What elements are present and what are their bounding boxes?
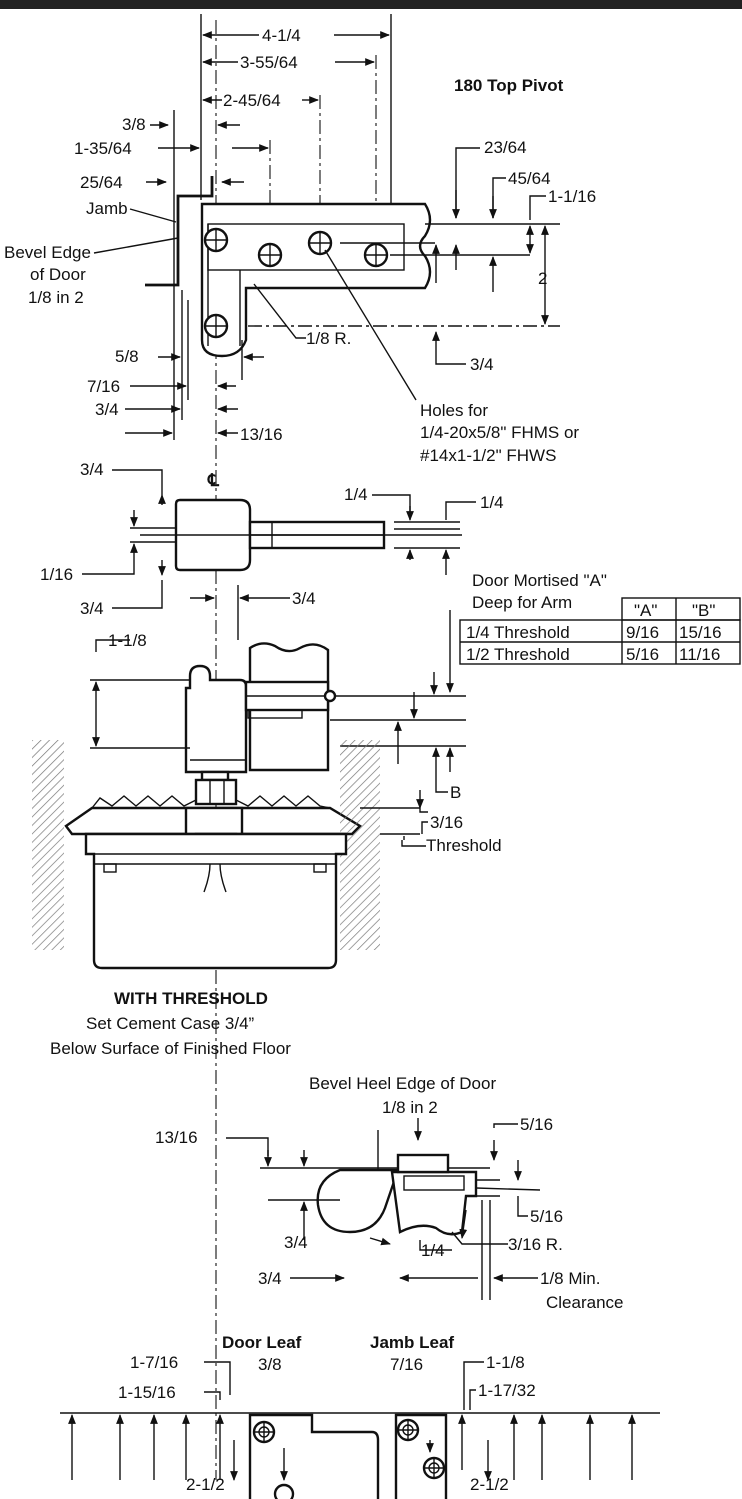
dim-5-16-b: 5/16 bbox=[530, 1207, 563, 1226]
dim-1-4-a: 1/4 bbox=[344, 485, 368, 504]
table-row-2-label: 1/2 Threshold bbox=[466, 645, 570, 664]
dim-1-8-r: 1/8 R. bbox=[306, 329, 351, 348]
min-clearance-1: 1/8 Min. bbox=[540, 1269, 600, 1288]
mortise-caption-2: Deep for Arm bbox=[472, 593, 572, 612]
dim-5-8: 5/8 bbox=[115, 347, 139, 366]
top-bar bbox=[0, 0, 742, 9]
dim-13-16-heel: 13/16 bbox=[155, 1128, 198, 1147]
dim-23-64: 23/64 bbox=[484, 138, 527, 157]
screw-hole bbox=[203, 313, 229, 339]
top-pivot-title: 180 Top Pivot bbox=[454, 76, 564, 95]
threshold-caption-1: Set Cement Case 3/4” bbox=[86, 1014, 255, 1033]
holes-label-2: 1/4-20x5/8" FHMS or bbox=[420, 423, 579, 442]
door-leaf-label: Door Leaf bbox=[222, 1333, 302, 1352]
dim-1-15-16: 1-15/16 bbox=[118, 1383, 176, 1402]
screw-hole bbox=[363, 242, 389, 268]
dim-1-1-8-leaf: 1-1/8 bbox=[486, 1353, 525, 1372]
dim-3-4-bottom: 3/4 bbox=[80, 599, 104, 618]
bevel-edge-label-2: of Door bbox=[30, 265, 86, 284]
leaves-section: Door Leaf Jamb Leaf 3/8 7/16 1-7/16 1-15… bbox=[60, 1333, 660, 1499]
dim-1-16: 1/16 bbox=[40, 565, 73, 584]
holes-label-3: #14x1-1/2" FHWS bbox=[420, 446, 556, 465]
heel-caption-1: Bevel Heel Edge of Door bbox=[309, 1074, 496, 1093]
dim-1-1-8: 1-1/8 bbox=[108, 631, 147, 650]
dim-1-7-16: 1-7/16 bbox=[130, 1353, 178, 1372]
dim-1-4-heel: 1/4 bbox=[421, 1241, 445, 1260]
dim-2-45-64: 2-45/64 bbox=[223, 91, 281, 110]
jamb-leaf-label: Jamb Leaf bbox=[370, 1333, 454, 1352]
bevel-edge-label-1: Bevel Edge bbox=[4, 243, 91, 262]
dim-1-17-32: 1-17/32 bbox=[478, 1381, 536, 1400]
dim-3-8: 3/8 bbox=[122, 115, 146, 134]
dim-3-4-top: 3/4 bbox=[80, 460, 104, 479]
with-threshold-title: WITH THRESHOLD bbox=[114, 989, 268, 1008]
mortise-table: Door Mortised "A" Deep for Arm "A" "B" 1… bbox=[459, 571, 741, 665]
table-row-2-b: 11/16 bbox=[679, 645, 720, 664]
dim-3-4-left: 3/4 bbox=[95, 400, 119, 419]
min-clearance-2: Clearance bbox=[546, 1293, 624, 1312]
arm-section: ℄ 3/4 1/16 3/4 1/4 1/4 3/4 bbox=[40, 460, 504, 640]
dim-1-4-b: 1/4 bbox=[480, 493, 504, 512]
jamb-label: Jamb bbox=[86, 199, 128, 218]
screw-hole bbox=[307, 230, 333, 256]
top-pivot-section: 4-1/4 3-55/64 2-45/64 180 Top Pivot 3/8 … bbox=[4, 14, 596, 1480]
heel-caption-2: 1/8 in 2 bbox=[382, 1098, 438, 1117]
mortise-caption-1: Door Mortised "A" bbox=[472, 571, 607, 590]
dim-25-64: 25/64 bbox=[80, 173, 123, 192]
table-row-1-b: 15/16 bbox=[679, 623, 722, 642]
threshold-section: 1-1/8 B bbox=[32, 610, 502, 1058]
dim-1-1-16: 1-1/16 bbox=[548, 187, 596, 206]
dim-3-4: 3/4 bbox=[470, 355, 494, 374]
table-row-2-a: 5/16 bbox=[626, 645, 659, 664]
dim-2-1-2-a: 2-1/2 bbox=[186, 1475, 225, 1494]
dim-3-4-heel-a: 3/4 bbox=[284, 1233, 308, 1252]
dim-3-16: 3/16 bbox=[430, 813, 463, 832]
dim-45-64: 45/64 bbox=[508, 169, 551, 188]
screw-hole bbox=[203, 227, 229, 253]
dim-3-4-heel-b: 3/4 bbox=[258, 1269, 282, 1288]
dim-7-16-leaf: 7/16 bbox=[390, 1355, 423, 1374]
dim-4-1-4: 4-1/4 bbox=[262, 26, 301, 45]
dim-5-16-a: 5/16 bbox=[520, 1115, 553, 1134]
dim-1-35-64: 1-35/64 bbox=[74, 139, 132, 158]
dim-7-16: 7/16 bbox=[87, 377, 120, 396]
heel-section: Bevel Heel Edge of Door 1/8 in 2 13/16 5… bbox=[155, 1074, 624, 1312]
table-header-a: "A" bbox=[634, 601, 657, 620]
table-row-1-label: 1/4 Threshold bbox=[466, 623, 570, 642]
holes-label-1: Holes for bbox=[420, 401, 488, 420]
dim-2-1-2-b: 2-1/2 bbox=[470, 1475, 509, 1494]
centerline-symbol: ℄ bbox=[207, 471, 220, 490]
table-row-1-a: 9/16 bbox=[626, 623, 659, 642]
dim-3-4-right: 3/4 bbox=[292, 589, 316, 608]
threshold-label: Threshold bbox=[426, 836, 502, 855]
label-b: B bbox=[450, 783, 461, 802]
threshold-caption-2: Below Surface of Finished Floor bbox=[50, 1039, 291, 1058]
bevel-edge-label-3: 1/8 in 2 bbox=[28, 288, 84, 307]
dim-13-16: 13/16 bbox=[240, 425, 283, 444]
screw-hole bbox=[257, 242, 283, 268]
table-header-b: "B" bbox=[692, 601, 715, 620]
dim-2: 2 bbox=[538, 269, 547, 288]
dim-3-8-leaf: 3/8 bbox=[258, 1355, 282, 1374]
dim-3-55-64: 3-55/64 bbox=[240, 53, 298, 72]
dim-3-16-r: 3/16 R. bbox=[508, 1235, 563, 1254]
